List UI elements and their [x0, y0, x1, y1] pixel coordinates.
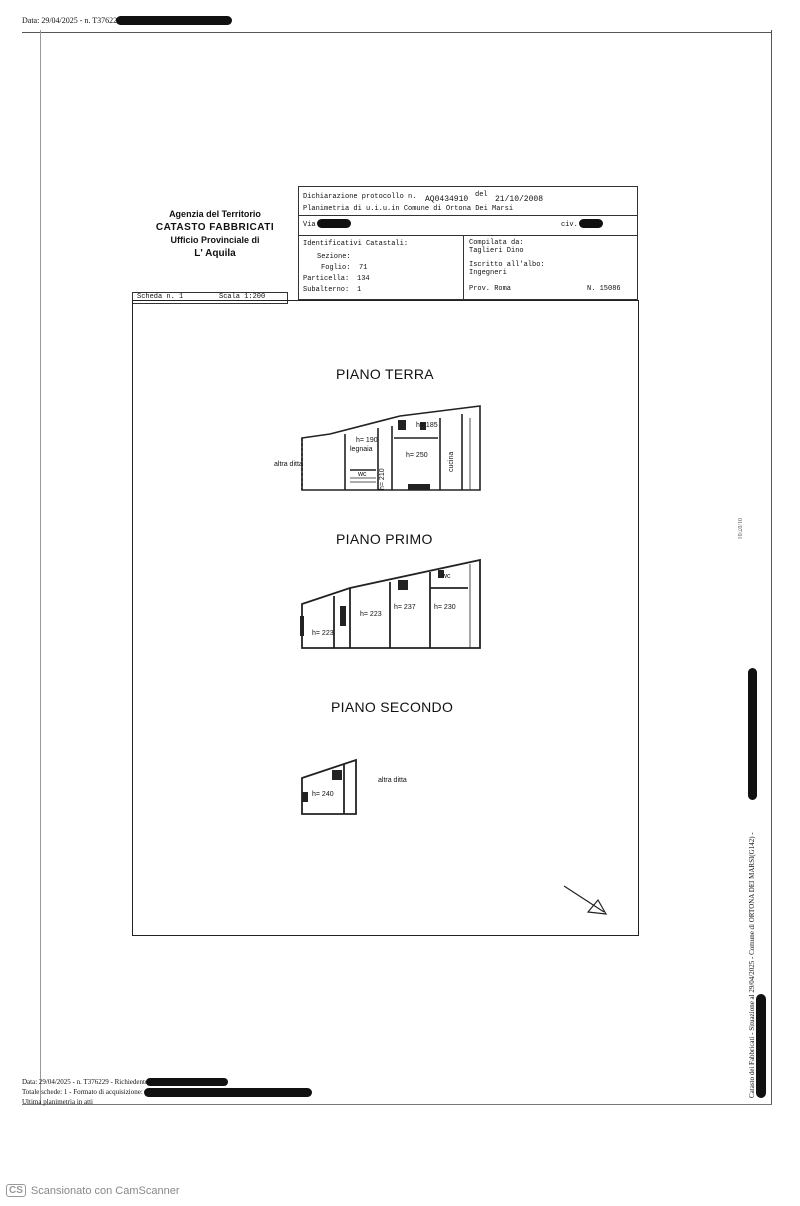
scheda-label: Scheda n. 1: [137, 293, 184, 301]
foglio-label: Foglio:: [321, 264, 351, 272]
footer-line-3: Ultima planimetria in atti: [22, 1098, 93, 1106]
drawing-area: [132, 300, 639, 936]
compilata-label: Compilata da:: [469, 239, 524, 247]
subalterno-label: Subalterno:: [303, 286, 350, 294]
footer-line-2: Totale schede: 1 - Formato di acquisizio…: [22, 1088, 143, 1096]
label-h223-b: h= 223: [312, 630, 334, 637]
redaction-via: [317, 219, 351, 228]
label-h223-a: h= 223: [360, 611, 382, 618]
label-h190: h= 190: [356, 437, 378, 444]
camscanner-text: Scansionato con CamScanner: [30, 1184, 180, 1197]
declaration-date: 21/10/2008: [495, 195, 544, 204]
title-piano-primo: PIANO PRIMO: [336, 531, 433, 547]
frame-right: [771, 30, 772, 1105]
redaction-side-1: [748, 668, 757, 800]
subalterno-value: 1: [357, 286, 362, 294]
via-label: Via: [303, 221, 316, 229]
footer-line-1: Data: 29/04/2025 - n. T376229 - Richiede…: [22, 1078, 149, 1086]
protocol-label: Dichiarazione protocollo n.: [303, 193, 417, 201]
label-h250: h= 250: [406, 452, 428, 459]
label-altra-ditta-secondo: altra ditta: [378, 777, 407, 784]
label-cucina: cucina: [448, 451, 455, 472]
particella-label: Particella:: [303, 275, 350, 283]
title-piano-terra: PIANO TERRA: [336, 366, 434, 382]
particella-value: 134: [357, 275, 370, 283]
plan-piano-primo: [300, 558, 481, 649]
iscritto-label: Iscritto all'albo:: [469, 261, 545, 269]
frame-bottom: [22, 1104, 772, 1105]
declaration-box: Dichiarazione protocollo n. AQ0434910 de…: [298, 186, 638, 300]
redaction-footer-2: [144, 1088, 312, 1097]
label-h210: h= 210: [379, 468, 386, 490]
agency-city: L' Aquila: [194, 248, 236, 259]
side-mark: 01/07/01: [736, 518, 742, 540]
scheda-bar: Scheda n. 1 Scala 1:200: [132, 292, 288, 304]
label-wc-terra: wc: [358, 471, 367, 478]
civ-label: civ.: [561, 221, 578, 229]
plan-piano-secondo: [301, 758, 357, 815]
scala-label: Scala 1:200: [219, 293, 266, 301]
agency-catasto: CATASTO FABBRICATI: [155, 222, 275, 233]
numero-label: N. 15086: [587, 285, 621, 293]
side-vertical-text: Catasto dei Fabbricati - Situazione al 2…: [748, 832, 756, 1098]
camscanner-watermark: CS Scansionato con CamScanner: [6, 1184, 180, 1197]
identificativi-label: Identificativi Catastali:: [303, 240, 409, 248]
redaction-footer-1: [146, 1078, 228, 1086]
camscanner-logo-icon: CS: [6, 1184, 26, 1197]
redaction-header: [116, 16, 232, 25]
label-h230: h= 230: [434, 604, 456, 611]
redaction-civ: [579, 219, 603, 228]
north-arrow-icon: [563, 885, 608, 915]
date-label: del: [475, 191, 488, 199]
frame-left: [40, 30, 41, 1105]
foglio-value: 71: [359, 264, 368, 272]
frame-top: [22, 32, 772, 33]
protocol-number: AQ0434910: [425, 195, 469, 204]
plan-piano-terra: [301, 405, 481, 491]
label-h240: h= 240: [312, 791, 334, 798]
label-wc-primo: wc: [442, 573, 451, 580]
label-h237: h= 237: [394, 604, 416, 611]
agency-block: Agenzia del Territorio CATASTO FABBRICAT…: [140, 208, 290, 260]
compilata-value: Taglieri Dino: [469, 247, 524, 255]
redaction-side-2: [756, 994, 766, 1098]
label-h185: h= 185: [416, 422, 438, 429]
label-altra-ditta-terra: altra ditta: [274, 461, 303, 468]
agency-office: Ufficio Provinciale di: [170, 235, 260, 245]
plan-line: Planimetria di u.i.u.in Comune di Ortona…: [303, 205, 514, 213]
iscritto-value: Ingegneri: [469, 269, 507, 277]
header-text: Data: 29/04/2025 - n. T376229 -: [22, 16, 126, 25]
title-piano-secondo: PIANO SECONDO: [331, 699, 454, 715]
sezione-label: Sezione:: [317, 253, 351, 261]
agency-name: Agenzia del Territorio: [169, 209, 261, 219]
label-legnaia: legnaia: [350, 446, 373, 453]
prov-label: Prov. Roma: [469, 285, 512, 293]
